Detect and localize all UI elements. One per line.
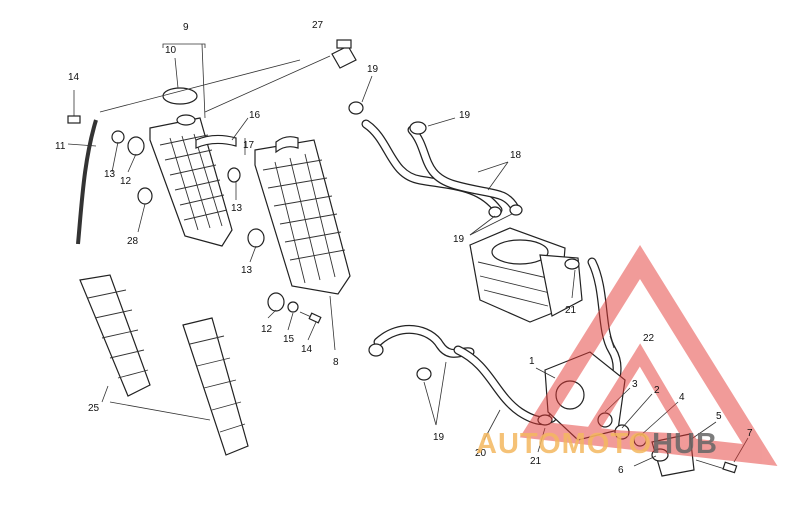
bolt-left xyxy=(67,90,81,124)
upper-hoses xyxy=(348,101,523,218)
label-10: 10 xyxy=(165,45,177,56)
label-17: 17 xyxy=(243,140,255,151)
label-8: 8 xyxy=(333,357,339,368)
label-14: 14 xyxy=(68,72,80,83)
watermark-triangles xyxy=(519,244,778,466)
label-13: 13 xyxy=(241,265,253,276)
label-1: 1 xyxy=(529,356,535,367)
label-6: 6 xyxy=(618,465,624,476)
overflow-tube xyxy=(76,119,98,245)
label-21: 21 xyxy=(530,456,542,467)
engine-cylinder xyxy=(469,227,583,323)
label-5: 5 xyxy=(716,411,722,422)
label-19: 19 xyxy=(367,64,379,75)
label-28: 28 xyxy=(127,236,139,247)
label-27: 27 xyxy=(312,20,324,31)
cap-27 xyxy=(331,39,357,69)
watermark-text-main: AUTOMOTO xyxy=(476,428,653,460)
label-7: 7 xyxy=(747,428,753,439)
label-12: 12 xyxy=(261,324,273,335)
label-22: 22 xyxy=(643,333,655,344)
left-radiator xyxy=(149,87,237,247)
label-19: 19 xyxy=(459,110,471,121)
label-4: 4 xyxy=(679,392,685,403)
watermark-logo: AUTOMOTOHUB xyxy=(476,428,718,461)
label-25: 25 xyxy=(88,403,100,414)
label-12: 12 xyxy=(120,176,132,187)
label-21: 21 xyxy=(565,305,577,316)
label-3: 3 xyxy=(632,379,638,390)
label-9: 9 xyxy=(183,22,189,33)
right-radiator xyxy=(247,136,351,295)
label-20: 20 xyxy=(475,448,487,459)
radiator-louvers xyxy=(79,274,249,456)
part-labels: 9 10 14 11 13 12 28 16 17 13 13 27 19 19… xyxy=(55,20,753,476)
label-18: 18 xyxy=(510,150,522,161)
label-2: 2 xyxy=(654,385,660,396)
grommets-left xyxy=(111,130,241,205)
label-19: 19 xyxy=(453,234,465,245)
label-14: 14 xyxy=(301,344,313,355)
label-15: 15 xyxy=(283,334,295,345)
fasteners-right xyxy=(267,292,322,324)
watermark-text-second: HUB xyxy=(652,428,718,460)
label-13: 13 xyxy=(104,169,116,180)
label-13: 13 xyxy=(231,203,243,214)
label-16: 16 xyxy=(249,110,261,121)
label-11: 11 xyxy=(55,141,66,152)
label-19: 19 xyxy=(433,432,445,443)
